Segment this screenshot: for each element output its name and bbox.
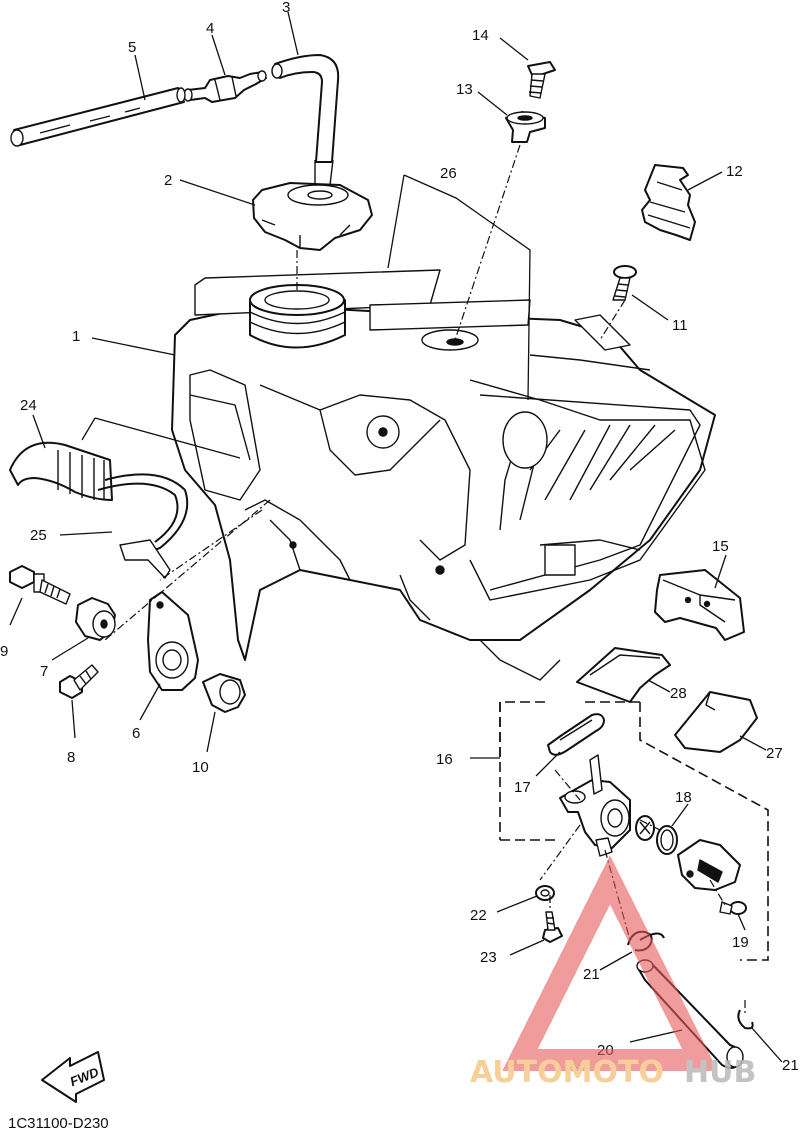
watermark-logo: AUTOMOTO HUB [470, 855, 756, 1090]
callout-21-lower: 21 [782, 1057, 799, 1074]
bolt-10[interactable] [202, 673, 246, 713]
callout-25: 25 [30, 527, 47, 544]
callout-24: 24 [20, 397, 37, 414]
callout-23: 23 [480, 949, 497, 966]
band-24[interactable] [9, 441, 113, 501]
callout-21-upper: 21 [583, 966, 600, 983]
callout-labels: 1 2 3 4 5 6 7 8 9 10 11 12 13 14 15 16 1… [0, 0, 799, 1074]
lever-plate[interactable] [677, 839, 741, 891]
bolt-11[interactable] [612, 265, 637, 301]
diagram-code: 1C31100-D230 [8, 1115, 109, 1132]
callout-9: 9 [0, 643, 8, 660]
pad-28[interactable] [576, 647, 671, 703]
callout-19: 19 [732, 934, 749, 951]
cable-tie-25[interactable] [97, 473, 189, 579]
watermark-brand-b: HUB [684, 1055, 756, 1090]
callout-17: 17 [514, 779, 531, 796]
o-ring-18[interactable] [656, 825, 678, 855]
callout-22: 22 [470, 907, 487, 924]
bracket-15[interactable] [654, 569, 745, 641]
fuel-tank[interactable] [171, 304, 716, 681]
callout-8: 8 [67, 749, 75, 766]
callout-13: 13 [456, 81, 473, 98]
washer-22[interactable] [535, 885, 555, 901]
damper-7[interactable] [75, 597, 116, 641]
callout-28: 28 [670, 685, 687, 702]
fuel-cap[interactable] [252, 182, 373, 251]
breather-hose[interactable] [271, 54, 340, 186]
callout-18: 18 [675, 789, 692, 806]
callout-1: 1 [72, 328, 80, 345]
pad-27[interactable] [674, 691, 758, 753]
bolt-8[interactable] [59, 664, 99, 699]
callout-5: 5 [128, 39, 136, 56]
collar-13[interactable] [505, 111, 546, 143]
centre-lines [104, 144, 746, 1015]
bolt-14[interactable] [527, 61, 556, 99]
callout-2: 2 [164, 172, 172, 189]
callout-26: 26 [440, 165, 457, 182]
gasket-cock[interactable] [635, 815, 655, 841]
screw-23[interactable] [542, 911, 563, 943]
callout-14: 14 [472, 27, 489, 44]
bolt-9[interactable] [9, 565, 71, 605]
callout-3: 3 [282, 0, 290, 16]
leader-lines [9, 11, 783, 1063]
callout-12: 12 [726, 163, 743, 180]
clip-12[interactable] [641, 164, 696, 241]
bracket-6[interactable] [147, 591, 199, 691]
callout-6: 6 [132, 725, 140, 742]
clip-21-lower[interactable] [737, 1009, 754, 1030]
screw-19[interactable] [719, 901, 747, 915]
callout-15: 15 [712, 538, 729, 555]
callout-4: 4 [206, 20, 214, 37]
filler-neck [249, 284, 346, 349]
fuel-cock[interactable] [559, 754, 631, 857]
fwd-arrow: FWD [41, 1051, 105, 1103]
check-valve[interactable] [183, 70, 267, 103]
callout-11: 11 [672, 317, 688, 334]
strainer-17[interactable] [547, 713, 605, 756]
vent-hose[interactable] [10, 87, 186, 147]
callout-7: 7 [40, 663, 48, 680]
watermark-brand-a: AUTOMOTO [470, 1055, 664, 1090]
callout-16: 16 [436, 751, 453, 768]
callout-27: 27 [766, 745, 783, 762]
callout-10: 10 [192, 759, 209, 776]
